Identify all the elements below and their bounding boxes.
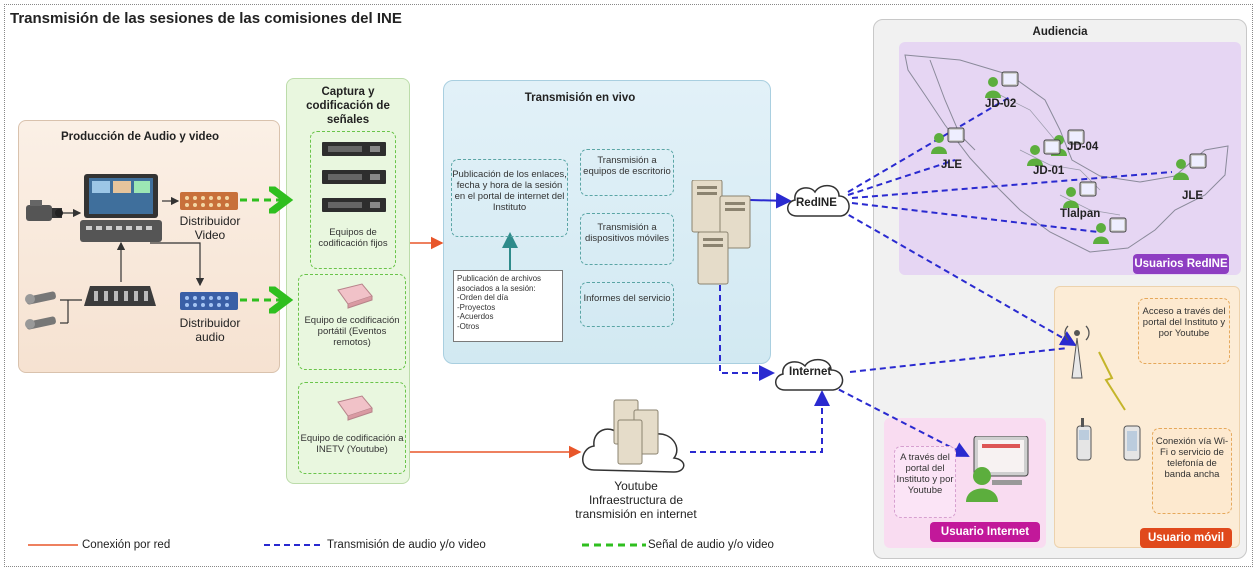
legend-red-label: Conexión por red [82, 539, 171, 551]
video-mixer-icon [80, 172, 162, 249]
video-camera-icon [22, 197, 64, 232]
portable-encoder-icon [334, 280, 374, 315]
informes-text: Informes del servicio [583, 293, 671, 304]
archivos-item: -Acuerdos [457, 312, 494, 321]
produccion-title: Producción de Audio y video [60, 131, 220, 143]
acceso-text: Acceso a través del portal del Instituto… [1142, 306, 1226, 339]
usuario-internet-badge: Usuario Internet [930, 522, 1040, 542]
informes-box [580, 282, 674, 327]
audio-mixer-icon [84, 282, 156, 315]
user-workstation-icon [930, 126, 966, 161]
user-workstation-icon [1172, 152, 1208, 187]
usuario-movil-badge: Usuario móvil [1140, 528, 1232, 548]
microphone-icon [22, 313, 62, 340]
portatil-box [298, 274, 406, 370]
transmision-title: Transmisión en vivo [524, 92, 636, 104]
antenna-icon [1062, 318, 1092, 387]
archivos-note: Publicación de archivos asociados a la s… [453, 270, 563, 342]
publicacion-box [451, 159, 568, 237]
inetv-label: Equipo de codificación a INETV (Youtube) [300, 433, 404, 455]
audiencia-title: Audiencia [1032, 26, 1088, 38]
legend-green-label: Señal de audio y/o video [648, 539, 774, 551]
internet-user-icon [962, 435, 1034, 507]
moviles-text: Transmisión a dispositivos móviles [585, 222, 669, 244]
captura-title: Captura y codificación de señales [306, 86, 390, 126]
usuario-internet-text: A través del portal del Instituto y por … [896, 452, 954, 496]
user-workstation-icon [1026, 138, 1062, 173]
mobile-phone-icon [1074, 418, 1094, 467]
fijos-label: Equipos de codificación fijos [318, 227, 388, 249]
audiencia-node: JLE [1182, 190, 1204, 202]
inetv-box [298, 382, 406, 474]
youtube-label: Youtube Infraestructura de transmisión e… [575, 479, 697, 521]
distribuidor-video-icon [180, 190, 238, 217]
legend-blue-label: Transmisión de audio y/o video [327, 539, 486, 551]
inetv-encoder-icon [334, 392, 374, 427]
archivos-item: -Orden del día [457, 293, 509, 302]
audiencia-node: JLE [941, 159, 963, 171]
user-workstation-icon [1092, 216, 1128, 251]
internet-label: Internet [789, 366, 832, 378]
archivos-item: -Proyectos [457, 302, 496, 312]
distribuidor-audio-label: Distribuidor audio [179, 316, 241, 344]
distribuidor-video-label: Distribuidor Video [179, 214, 241, 242]
youtube-cloud-icon [578, 392, 692, 483]
archivos-item: -Otros [457, 321, 480, 331]
acceso-box [1138, 298, 1230, 364]
user-workstation-icon [984, 70, 1020, 105]
redine-label: RedINE [796, 197, 837, 209]
usuario-internet-box [894, 446, 956, 518]
smartphone-icon [1122, 424, 1142, 469]
redine-cloud-icon [783, 178, 855, 229]
fijos-box [310, 131, 396, 269]
audiencia-node: Tlalpan [1060, 208, 1101, 220]
publicacion-text: Publicación de los enlaces, fecha y hora… [452, 169, 567, 213]
audiencia-node: JD-02 [985, 98, 1017, 110]
escritorio-text: Transmisión a equipos de escritorio [583, 155, 671, 177]
conexion-text: Conexión vía Wi-Fi o servicio de telefon… [1155, 436, 1229, 480]
audiencia-node: JD-01 [1033, 165, 1065, 177]
diagram-title: Transmisión de las sesiones de las comis… [10, 10, 402, 27]
server-cluster-icon [690, 179, 752, 291]
internet-cloud-icon [771, 352, 851, 401]
escritorio-box [580, 149, 674, 196]
distribuidor-audio-icon [180, 290, 238, 317]
redine-region [899, 42, 1241, 275]
archivos-intro: Publicación de archivos asociados a la s… [457, 274, 542, 293]
audiencia-node: JD-04 [1067, 141, 1099, 153]
usuarios-redine-badge: Usuarios RedINE [1133, 254, 1229, 274]
diagram-frame [4, 4, 1253, 567]
user-workstation-icon [1062, 180, 1098, 215]
microphone-icon [22, 288, 62, 315]
moviles-box [580, 213, 674, 265]
conexion-box [1152, 428, 1232, 514]
portatil-label: Equipo de codificación portátil (Eventos… [304, 315, 400, 348]
produccion-panel [18, 120, 280, 373]
encoder-rack-icon [322, 140, 386, 223]
